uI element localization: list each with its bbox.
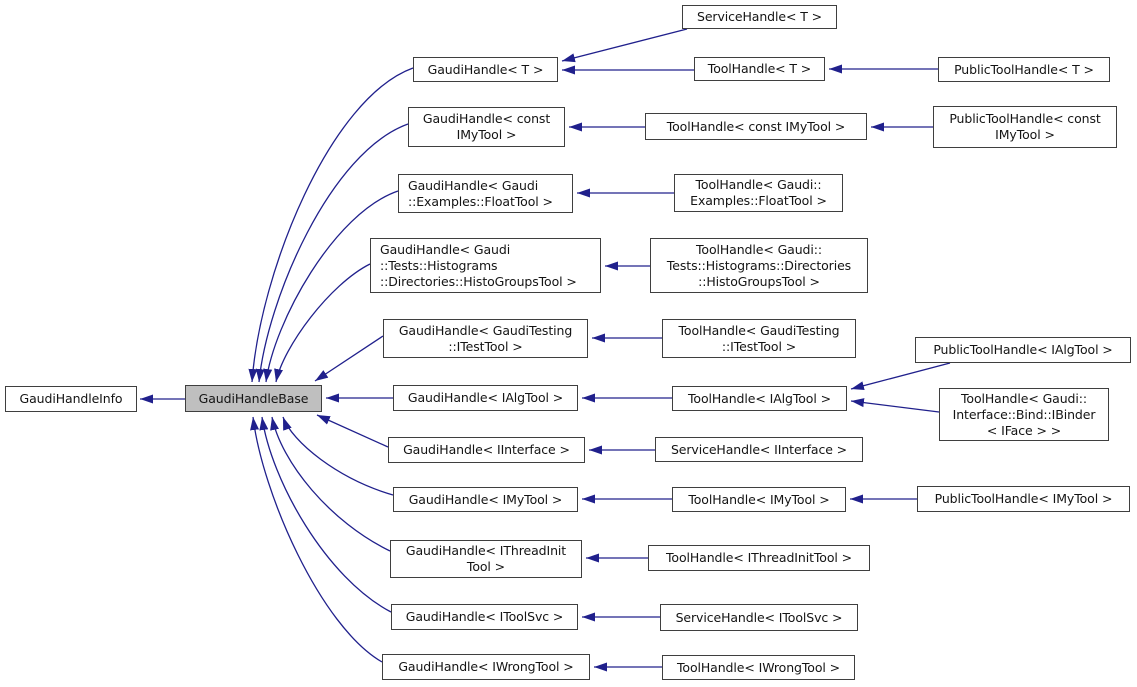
class-node-gh_t[interactable]: GaudiHandle< T > <box>413 57 558 82</box>
class-node-gh_ithread[interactable]: GaudiHandle< IThreadInit Tool > <box>390 540 582 578</box>
edge-gh_iint-to-ghbase <box>316 414 389 448</box>
class-node-ghinfo[interactable]: GaudiHandleInfo <box>5 386 137 412</box>
class-node-gh_cimt[interactable]: GaudiHandle< const IMyTool > <box>408 107 565 147</box>
edge-th_ibinder-to-th_ialg <box>850 398 940 413</box>
class-node-gh_histo[interactable]: GaudiHandle< Gaudi ::Tests::Histograms :… <box>370 238 601 293</box>
class-node-pth_cimt[interactable]: PublicToolHandle< const IMyTool > <box>933 106 1117 148</box>
edge-gh_float-to-ghbase <box>263 190 399 383</box>
class-node-th_itest[interactable]: ToolHandle< GaudiTesting ::ITestTool > <box>662 319 856 358</box>
class-node-th_histo[interactable]: ToolHandle< Gaudi:: Tests::Histograms::D… <box>650 238 868 293</box>
class-node-sh_iint[interactable]: ServiceHandle< IInterface > <box>655 437 863 462</box>
edge-gh_imy-to-ghbase <box>282 416 394 496</box>
class-node-gh_iwrong[interactable]: GaudiHandle< IWrongTool > <box>382 654 590 680</box>
class-node-pth_imy[interactable]: PublicToolHandle< IMyTool > <box>917 486 1130 512</box>
class-node-pth_t[interactable]: PublicToolHandle< T > <box>938 57 1110 82</box>
class-node-th_cimt[interactable]: ToolHandle< const IMyTool > <box>645 113 867 140</box>
edge-gh_t-to-ghbase <box>248 67 414 383</box>
class-node-th_ithread[interactable]: ToolHandle< IThreadInitTool > <box>648 545 870 571</box>
edge-gh_ithread-to-ghbase <box>270 416 391 552</box>
class-node-th_imy[interactable]: ToolHandle< IMyTool > <box>672 487 846 512</box>
class-node-gh_ialg[interactable]: GaudiHandle< IAlgTool > <box>393 385 578 411</box>
class-node-sh_t[interactable]: ServiceHandle< T > <box>682 5 837 29</box>
class-node-th_t[interactable]: ToolHandle< T > <box>694 57 825 81</box>
class-node-gh_itest[interactable]: GaudiHandle< GaudiTesting ::ITestTool > <box>383 319 588 358</box>
class-node-gh_float[interactable]: GaudiHandle< Gaudi ::Examples::FloatTool… <box>398 174 573 213</box>
edge-sh_t-to-gh_t <box>561 28 688 63</box>
edge-gh_itest-to-ghbase <box>314 335 384 382</box>
edge-pth_ialg-to-th_ialg <box>850 362 951 391</box>
class-node-gh_itool[interactable]: GaudiHandle< IToolSvc > <box>391 604 578 630</box>
edge-gh_iwrong-to-ghbase <box>250 416 383 663</box>
edge-gh_cimt-to-ghbase <box>255 123 409 383</box>
class-node-ghbase[interactable]: GaudiHandleBase <box>185 385 322 412</box>
class-node-gh_imy[interactable]: GaudiHandle< IMyTool > <box>393 487 578 512</box>
class-node-th_float[interactable]: ToolHandle< Gaudi:: Examples::FloatTool … <box>674 174 843 212</box>
class-node-sh_itool[interactable]: ServiceHandle< IToolSvc > <box>660 604 858 631</box>
class-node-pth_ialg[interactable]: PublicToolHandle< IAlgTool > <box>915 337 1131 363</box>
class-node-th_ibinder[interactable]: ToolHandle< Gaudi:: Interface::Bind::IBi… <box>939 388 1109 441</box>
class-node-th_ialg[interactable]: ToolHandle< IAlgTool > <box>672 386 847 411</box>
edge-gh_itool-to-ghbase <box>259 416 392 613</box>
class-node-th_iwrong[interactable]: ToolHandle< IWrongTool > <box>662 655 855 680</box>
edge-gh_histo-to-ghbase <box>274 263 371 383</box>
class-node-gh_iint[interactable]: GaudiHandle< IInterface > <box>388 437 585 463</box>
